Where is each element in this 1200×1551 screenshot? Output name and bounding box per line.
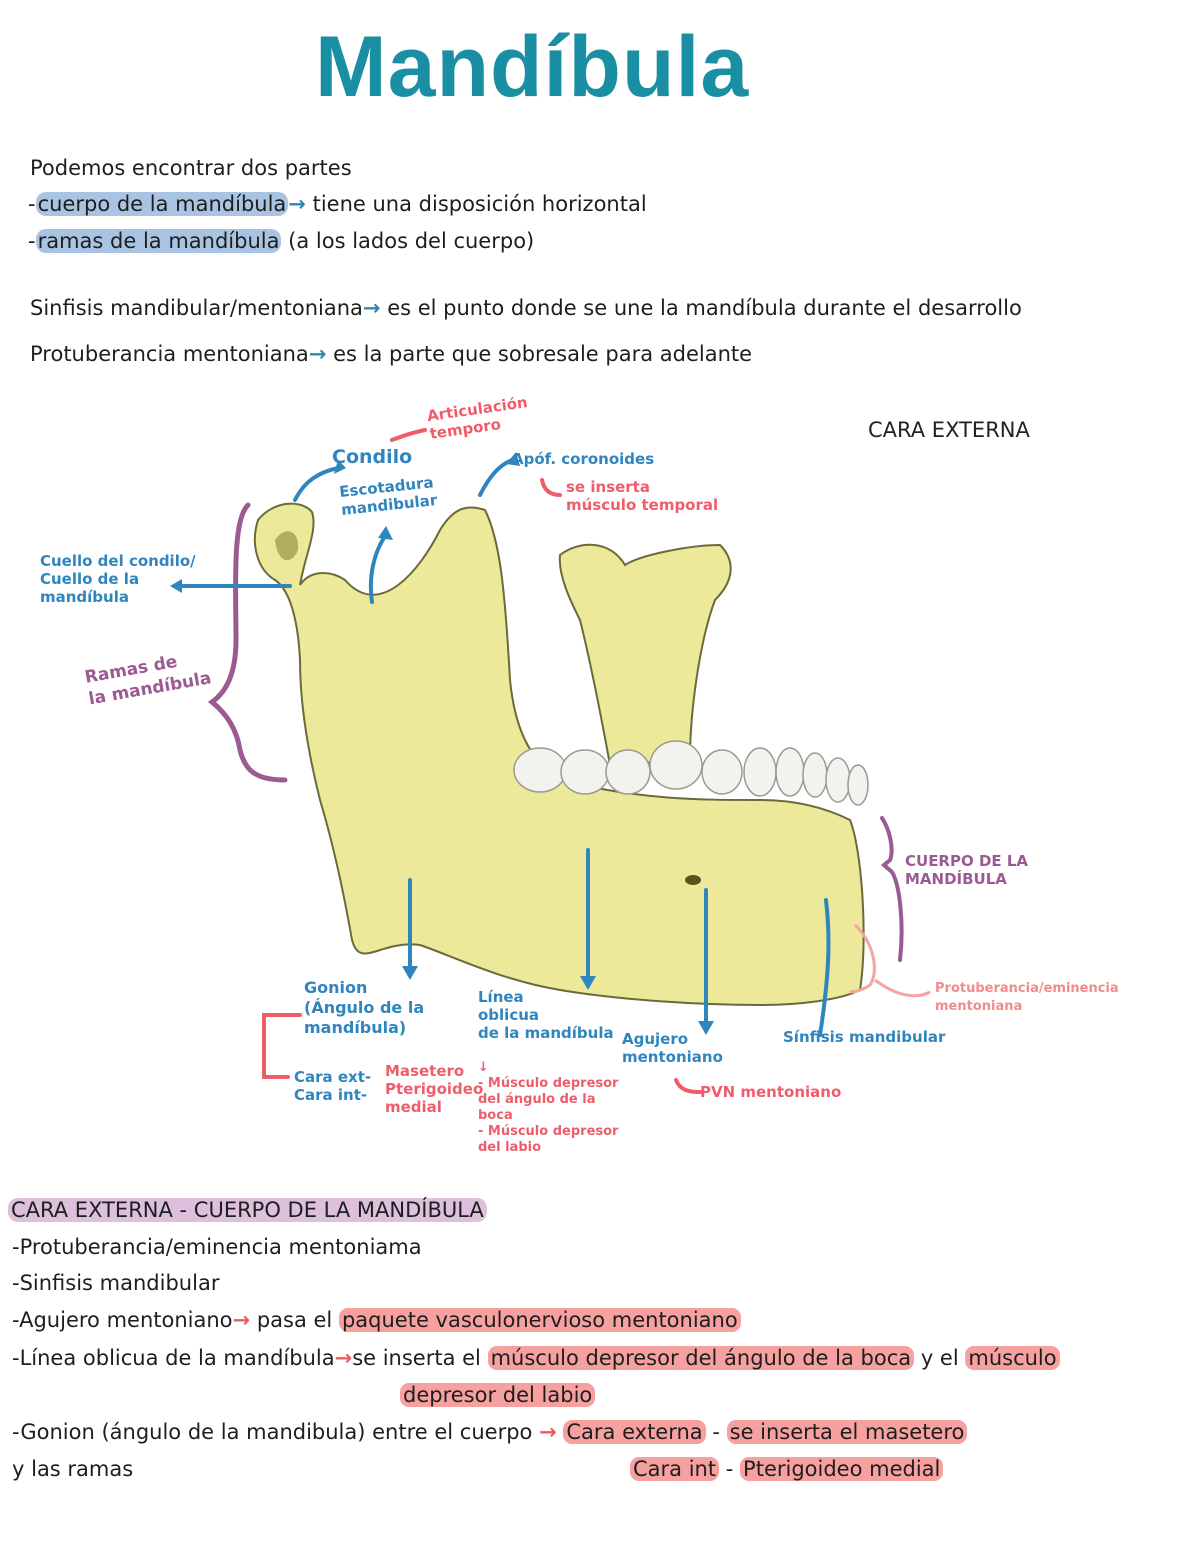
section-item-5: -Gonion (ángulo de la mandibula) entre e… [12, 1420, 968, 1444]
label-apof-coronoides: Apóf. coronoides [512, 450, 655, 468]
foramen-mark [685, 875, 701, 885]
label-agujero: Agujero mentoniano [622, 1030, 723, 1066]
label-pvn: PVN mentoniano [700, 1083, 842, 1101]
dash: - [725, 1457, 734, 1481]
teeth [513, 740, 869, 806]
arrow-right-icon: → [232, 1308, 251, 1332]
far-ramus [558, 543, 732, 767]
intro-text: Sinfisis mandibular/mentoniana [30, 296, 363, 320]
red-arrows [262, 428, 702, 1094]
condyle-shadow [275, 531, 299, 561]
intro-line-4: Sinfisis mandibular/mentoniana→ es el pu… [30, 296, 1022, 320]
highlight-pterigoideo: Pterigoideo medial [740, 1457, 944, 1481]
diagram-heading: CARA EXTERNA [868, 418, 1030, 442]
mandible-illustration [170, 428, 931, 1094]
label-cuerpo: CUERPO DE LA MANDÍBULA [905, 852, 1029, 888]
item-text: pasa el [256, 1308, 333, 1332]
label-cuello: Cuello del condilo/ Cuello de la mandíbu… [40, 552, 196, 606]
protuberancia-curve [849, 923, 876, 994]
intro-text: Protuberancia mentoniana [30, 342, 309, 366]
section-heading-text: CARA EXTERNA - CUERPO DE LA MANDÍBULA [8, 1198, 487, 1222]
item-text: -Gonion (ángulo de la mandibula) entre e… [12, 1420, 533, 1444]
rama-brace [207, 502, 288, 783]
intro-line-1: Podemos encontrar dos partes [30, 156, 352, 180]
item-text: y el [920, 1346, 959, 1370]
label-se-inserta-temporal: se inserta músculo temporal [566, 478, 719, 514]
label-gonion: Gonion (Ángulo de la mandíbula) [304, 978, 425, 1037]
intro-line-5: Protuberancia mentoniana→ es la parte qu… [30, 342, 752, 366]
section-item-5-c: Cara int - Pterigoideo medial [630, 1457, 944, 1481]
highlight-cara-int: Cara int [630, 1457, 720, 1481]
highlight-depresor-labio: depresor del labio [400, 1383, 596, 1407]
page-title: Mandíbula [315, 19, 750, 115]
intro-line-3: -ramas de la mandíbula (a los lados del … [28, 229, 534, 253]
arrow-right-icon: → [334, 1346, 353, 1370]
intro-text: es el punto donde se une la mandíbula du… [387, 296, 1022, 320]
intro-text: Podemos encontrar dos partes [30, 156, 352, 180]
section-item-1: -Protuberancia/eminencia mentoniama [12, 1235, 422, 1259]
label-linea-oblicua: Línea oblicua de la mandíbula [478, 988, 614, 1042]
highlight-masetero: se inserta el masetero [726, 1420, 968, 1444]
highlight-paquete: paquete vasculonervioso mentoniano [338, 1308, 741, 1332]
blue-arrows [176, 458, 831, 1037]
label-condilo: Condilo [332, 446, 413, 468]
arrow-right-icon: → [362, 296, 381, 320]
item-text: -Línea oblicua de la mandíbula [12, 1346, 335, 1370]
dash: - [28, 192, 36, 216]
label-sinfisis: Sínfisis mandibular [783, 1028, 946, 1046]
highlight-cuerpo: cuerpo de la mandíbula [35, 192, 289, 216]
blue-arrowheads [170, 452, 714, 1035]
label-protuberancia: Protuberancia/eminencia mentoniana [935, 981, 1119, 1014]
highlight-cara-externa: Cara externa [563, 1420, 706, 1444]
section-item-3: -Agujero mentoniano→ pasa el paquete vas… [12, 1308, 741, 1332]
protuberancia-arrow [874, 978, 931, 998]
intro-text: es la parte que sobresale para adelante [333, 342, 753, 366]
arrow-right-icon: → [288, 192, 306, 216]
section-item-4-cont: depresor del labio [400, 1383, 596, 1407]
cuerpo-brace [880, 816, 904, 962]
dash: - [28, 229, 36, 253]
section-heading: CARA EXTERNA - CUERPO DE LA MANDÍBULA [8, 1198, 487, 1222]
section-item-5-b: y las ramas [12, 1457, 134, 1481]
intro-line-2: -cuerpo de la mandíbula→ tiene una dispo… [28, 192, 647, 216]
label-masetero: Masetero Pterigoideo medial [385, 1062, 484, 1116]
highlight-ramas: ramas de la mandíbula [35, 229, 282, 253]
highlight-musculo: músculo [965, 1346, 1060, 1370]
item-text: -Agujero mentoniano [12, 1308, 233, 1332]
highlight-musculo-depresor-angulo: músculo depresor del ángulo de la boca [487, 1346, 915, 1370]
intro-text: (a los lados del cuerpo) [288, 229, 535, 253]
mandible-body [253, 502, 865, 1007]
label-cara-ext-int: Cara ext- Cara int- [294, 1068, 372, 1104]
arrow-right-icon: → [539, 1420, 557, 1444]
item-text: se inserta el [352, 1346, 481, 1370]
intro-text: tiene una disposición horizontal [312, 192, 647, 216]
label-linea-musculos: ↓ - Músculo depresor del ángulo de la bo… [478, 1060, 619, 1155]
section-item-4: -Línea oblicua de la mandíbula→se insert… [12, 1346, 1060, 1370]
dash: - [712, 1420, 720, 1444]
arrow-right-icon: → [308, 342, 327, 366]
section-item-2: -Sinfisis mandibular [12, 1271, 220, 1295]
